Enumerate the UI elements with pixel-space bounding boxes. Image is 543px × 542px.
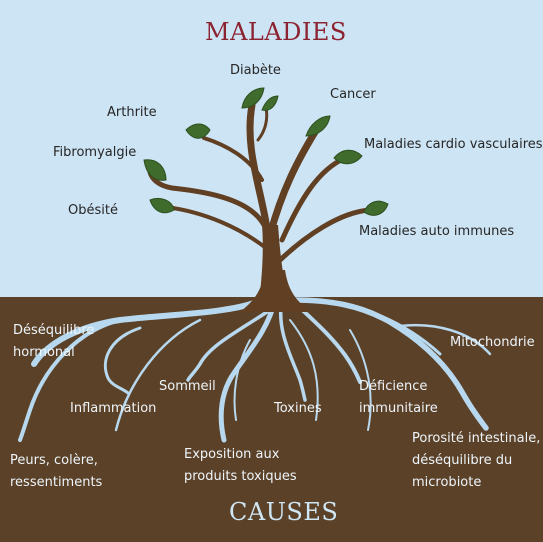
root-left-lower bbox=[114, 318, 202, 432]
leaf-fibromyalgie bbox=[143, 159, 167, 181]
title-maladies: MALADIES bbox=[205, 18, 347, 46]
root-toxines bbox=[279, 298, 307, 402]
label-deficience-immunitaire: Déficience immunitaire bbox=[359, 379, 438, 416]
leaf-diabete bbox=[241, 87, 265, 109]
label-mitochondrie: Mitochondrie bbox=[450, 335, 535, 350]
root-left-drop bbox=[103, 326, 142, 395]
soil-background bbox=[0, 297, 543, 542]
branch-cardio bbox=[279, 155, 348, 243]
leaf-diabete-2 bbox=[261, 95, 279, 111]
label-exposition: Exposition aux produits toxiques bbox=[184, 447, 297, 484]
label-toxines: Toxines bbox=[274, 401, 322, 416]
label-sommeil: Sommeil bbox=[159, 379, 216, 394]
branch-fibromyalgie bbox=[147, 169, 267, 228]
label-obesite: Obésité bbox=[68, 203, 118, 218]
trunk-and-branches bbox=[147, 101, 373, 312]
label-cardio: Maladies cardio vasculaires bbox=[364, 137, 543, 152]
root-center-drop bbox=[233, 339, 251, 421]
root-sommeil bbox=[186, 308, 272, 382]
branch-cancer bbox=[266, 128, 319, 239]
title-causes: CAUSES bbox=[229, 498, 339, 526]
leaf-cardio bbox=[333, 149, 363, 165]
label-porosite: Porosité intestinale, déséquilibre du mi… bbox=[412, 431, 541, 490]
root-center-right bbox=[289, 319, 319, 421]
trunk-base bbox=[240, 270, 312, 312]
label-fibromyalgie: Fibromyalgie bbox=[53, 145, 137, 160]
label-inflammation: Inflammation bbox=[70, 401, 157, 416]
root-center bbox=[218, 297, 278, 443]
label-diabete: Diabète bbox=[230, 63, 281, 78]
branch-arthrite bbox=[202, 136, 264, 182]
branch-obesite bbox=[164, 205, 268, 250]
leaf-obesite bbox=[149, 197, 175, 214]
label-desequilibre-hormonal: Déséquilibre hormonal bbox=[13, 323, 95, 360]
root-right-main bbox=[289, 297, 489, 431]
leaf-arthrite bbox=[185, 123, 211, 139]
roots bbox=[18, 297, 492, 443]
label-arthrite: Arthrite bbox=[107, 105, 157, 120]
root-far-right bbox=[398, 323, 492, 356]
root-deficience bbox=[290, 298, 362, 384]
root-left-far bbox=[18, 318, 122, 442]
label-auto-immunes: Maladies auto immunes bbox=[359, 224, 515, 239]
root-right-lower bbox=[349, 329, 372, 431]
branch-auto-immunes bbox=[275, 207, 373, 265]
leaf-cancer bbox=[305, 115, 331, 137]
leaf-auto-immunes bbox=[363, 200, 389, 216]
root-right-upper bbox=[368, 310, 442, 356]
leaves bbox=[143, 87, 389, 216]
label-peurs: Peurs, colère, ressentiments bbox=[10, 453, 103, 490]
label-cancer: Cancer bbox=[330, 87, 376, 102]
